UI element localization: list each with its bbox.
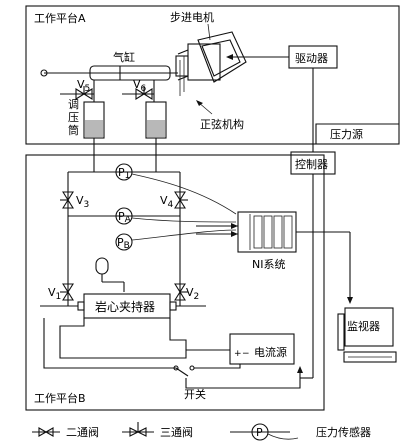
controller-label: 控制器 — [295, 157, 328, 171]
accumulator — [95, 257, 125, 292]
valve-loop-upper — [67, 172, 181, 290]
controller: 控制器 — [290, 151, 336, 378]
switch: 开关 — [184, 387, 206, 401]
stepper-motor: 步进电机 — [170, 10, 247, 96]
driver: 驱动器 — [226, 45, 338, 152]
pb-label: PB — [117, 236, 130, 251]
monitor: 监视器 — [337, 307, 397, 363]
current-source-label: 电流源 — [254, 345, 287, 359]
platform-a-label: 工作平台A — [34, 11, 86, 25]
v4-label: V4 — [160, 194, 174, 210]
v6-label: V6 — [133, 78, 147, 94]
v1-label: V1 — [48, 286, 61, 302]
sensor-pb: PB — [115, 229, 237, 251]
driver-label: 驱动器 — [295, 52, 328, 65]
pa-label: PA — [118, 210, 132, 225]
sensor-p1: P1 — [115, 163, 237, 215]
v5-label: V5 — [77, 78, 90, 94]
legend-pressure-sensor: P 压力传感器 — [230, 423, 371, 441]
pressure-source-label: 压力源 — [330, 127, 363, 141]
platform-a: 工作平台A — [25, 5, 400, 145]
monitor-label: 监视器 — [347, 319, 380, 333]
sine-mechanism-label: 正弦机构 — [200, 117, 244, 131]
platform-b-label: 工作平台B — [34, 391, 86, 405]
legend-two-way-valve-label: 二通阀 — [66, 425, 99, 439]
valve-v5: V5 — [60, 78, 95, 102]
electrical-wiring — [43, 318, 313, 389]
p1-label: P1 — [118, 166, 130, 181]
pressure-source: 压力源 — [315, 123, 399, 144]
current-source: 电流源 + − — [229, 333, 295, 365]
ni-system-label: NI系统 — [252, 258, 285, 271]
regulator-char-2: 压 — [68, 111, 79, 124]
regulator-char-1: 调 — [68, 98, 79, 111]
valve-v1: V1 — [48, 283, 74, 302]
minus-label: − — [242, 349, 250, 359]
feed-lines — [68, 138, 180, 173]
plus-label: + — [234, 349, 242, 359]
regulator-char-3: 筒 — [68, 123, 79, 137]
stepper-motor-label: 步进电机 — [170, 10, 214, 24]
cylinder-label: 气缸 — [113, 50, 135, 64]
platform-b: 工作平台B — [25, 154, 325, 411]
legend: 二通阀 三通阀 P 压力传感器 — [32, 422, 371, 441]
valve-v6: V6 — [122, 78, 155, 102]
valve-v2: V2 — [174, 283, 199, 302]
cylinder: 气缸 — [40, 50, 178, 81]
legend-sensor-symbol: P — [256, 426, 263, 439]
sensor-pa: PA — [115, 207, 237, 225]
v2-label: V2 — [186, 286, 199, 302]
valve-v4: V4 — [160, 191, 188, 210]
legend-pressure-sensor-label: 压力传感器 — [316, 426, 371, 439]
legend-three-way-valve: 三通阀 — [122, 422, 193, 439]
switch-label: 开关 — [184, 387, 206, 401]
core-holder-label: 岩心夹持器 — [95, 299, 155, 314]
ni-system: NI系统 — [196, 211, 353, 304]
core-holder: 岩心夹持器 — [40, 293, 206, 319]
legend-three-way-valve-label: 三通阀 — [160, 425, 193, 439]
valve-v3: V3 — [60, 191, 89, 210]
regulating-cylinders: 调 压 筒 — [68, 98, 167, 139]
sine-mechanism: 正弦机构 — [196, 100, 244, 131]
v3-label: V3 — [76, 194, 89, 210]
legend-two-way-valve: 二通阀 — [32, 425, 99, 439]
